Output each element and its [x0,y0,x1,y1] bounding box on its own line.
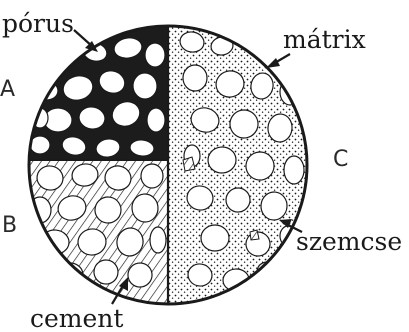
section-label-c: C [333,147,348,172]
grain [284,156,304,184]
grain [147,108,165,132]
section-a-pore-space [20,20,168,160]
grain [183,65,207,91]
arrow-porus [74,30,98,52]
arrow-matrix [266,54,290,68]
label-matrix: mátrix [283,25,366,54]
label-cement: cement [30,304,123,332]
label-szemcse: szemcse [296,227,402,256]
section-label-a: A [0,77,15,102]
section-b-cement [20,160,168,310]
grain [141,164,163,188]
grain [201,225,229,251]
label-porus: pórus [2,9,74,38]
grain [150,227,166,253]
section-label-b: B [2,213,17,238]
grain [145,43,165,67]
section-c-matrix [168,20,318,310]
